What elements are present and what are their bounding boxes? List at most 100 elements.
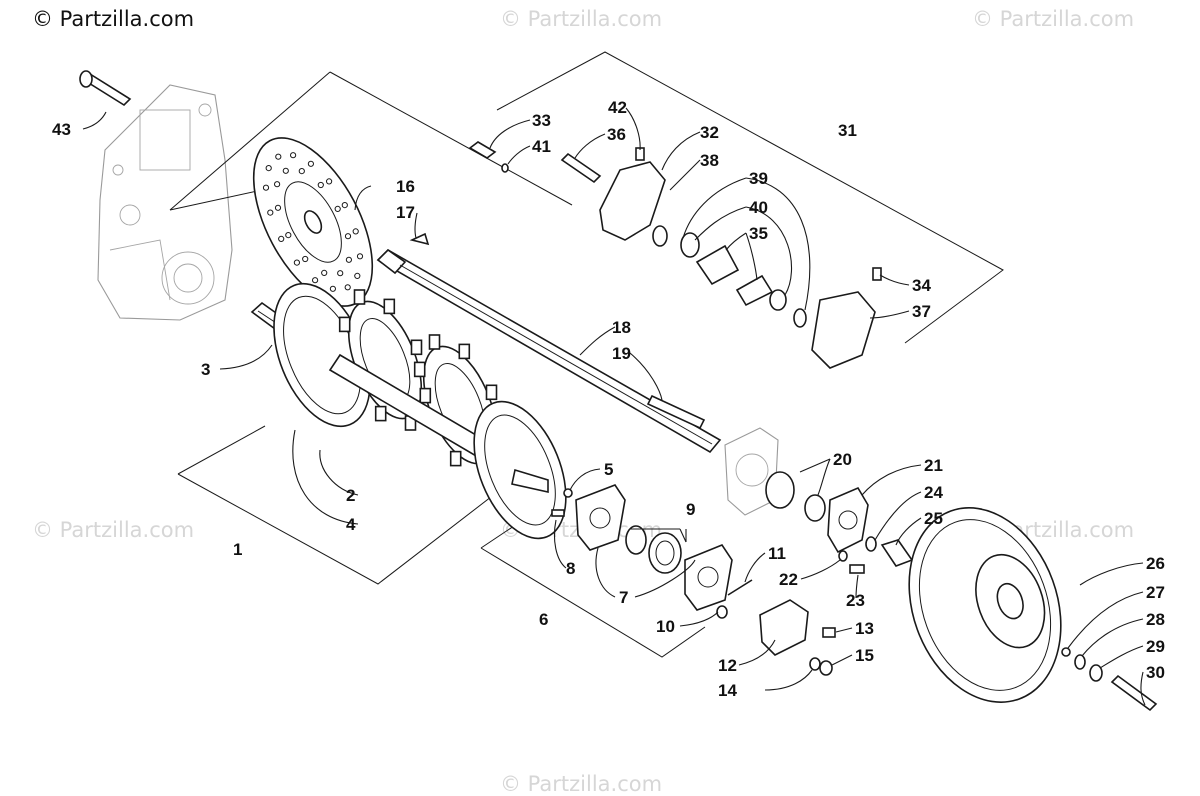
bolt-43 [79,70,132,107]
callout-39: 39 [749,169,768,188]
piston-40b [769,289,787,311]
disc-hole [265,165,272,172]
callout-24: 24 [924,483,943,502]
callout-40: 40 [749,198,768,217]
disc-hole [285,232,292,239]
flange-7a [575,484,626,551]
seal-39b [793,308,807,328]
cover-12 [759,599,809,656]
callout-6: 6 [539,610,548,629]
seal-39 [652,225,668,247]
pad-35b [735,274,774,307]
piston-40 [680,232,700,258]
sprocket-tooth [338,316,351,333]
callout-26: 26 [1146,554,1165,573]
disc-hole [307,160,314,167]
callout-21: 21 [924,456,943,475]
pad-35a [695,244,740,286]
disc-hole [262,184,270,191]
bearing-20b [804,494,826,522]
callout-20: 20 [833,450,852,469]
sprocket-tooth [428,334,441,350]
disc-hole [274,204,282,211]
axis-line [169,189,263,211]
callout-27: 27 [1146,583,1165,602]
callout-9: 9 [686,500,695,519]
callout-35: 35 [749,224,768,243]
watermark-faint: © Partzilla.com [972,7,1135,31]
sprocket-tooth [413,361,426,378]
disc-hole [352,228,359,235]
callout-18: 18 [612,318,631,337]
fitting-13 [822,627,836,638]
leader-lines [82,107,1146,706]
callout-25: 25 [924,509,943,528]
pin-11 [727,579,753,596]
bolt-33 [468,141,497,159]
group-box-1 [177,425,501,585]
disc-hole [302,255,309,263]
disc-hole [344,284,351,291]
disc-hole [326,178,333,185]
watermark-faint: © Partzilla.com [500,7,663,31]
callout-30: 30 [1146,663,1165,682]
housing-ghost [97,84,233,321]
callout-22: 22 [779,570,798,589]
disc-hole [290,152,297,159]
shaft-18 [376,248,722,454]
washer-28 [1074,654,1086,670]
group-box-31 [496,51,1004,344]
callout-10: 10 [656,617,675,636]
sprocket-tooth [485,384,498,401]
bearing-20a [765,471,795,509]
callout-43: 43 [52,120,71,139]
washer-22 [838,550,848,562]
flange-21-hole [838,510,858,530]
callout-7: 7 [619,588,628,607]
drive-plate-right [473,400,567,540]
bolt-23 [849,564,865,574]
disc-hole [354,272,361,279]
disc-hole [317,181,324,189]
flange-7b-hole [697,566,719,588]
disc-hole [321,269,328,276]
callout-23: 23 [846,591,865,610]
callout-34: 34 [912,276,931,295]
callout-labels: 43 16 17 3 2 4 1 5 8 9 7 6 10 11 12 13 1… [52,98,1165,700]
sprocket-tooth [383,298,396,315]
brake-disc-holes [262,152,364,292]
key-17 [409,232,430,246]
flange-21 [827,486,869,554]
bolt-8 [551,509,565,517]
watermark-faint: © Partzilla.com [32,518,195,542]
callout-12: 12 [718,656,737,675]
callout-29: 29 [1146,637,1165,656]
sprocket-tooth [449,450,462,467]
callout-17: 17 [396,203,415,222]
collar-9 [625,525,647,555]
sprocket-tooth [410,339,423,356]
caliper-37 [811,291,876,369]
callout-8: 8 [566,559,575,578]
callout-33: 33 [532,111,551,130]
callout-36: 36 [607,125,626,144]
callout-31: 31 [838,121,857,140]
disc-hole [329,285,336,292]
callout-4: 4 [346,515,356,534]
callout-3: 3 [201,360,210,379]
washer-29 [1089,664,1103,682]
callout-16: 16 [396,177,415,196]
disc-hole [278,235,285,242]
drive-stub [511,468,549,493]
caliper-32 [599,161,666,241]
callout-14: 14 [718,681,737,700]
bleeder-34 [872,267,882,281]
washer-41 [501,163,509,173]
brake-disc-16 [252,137,374,307]
disc-hole [298,168,305,175]
callout-13: 13 [855,619,874,638]
callout-19: 19 [612,344,631,363]
callout-32: 32 [700,123,719,142]
callout-2: 2 [346,486,355,505]
